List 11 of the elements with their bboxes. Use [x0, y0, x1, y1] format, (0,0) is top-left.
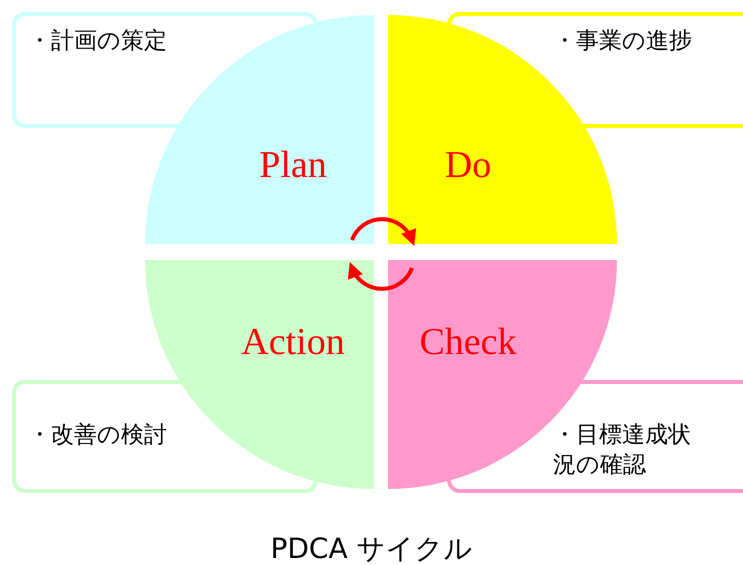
cycle-arrow — [348, 262, 414, 291]
bullet-text: ・計画の策定 — [28, 27, 168, 56]
caption: PDCA サイクル — [269, 531, 474, 565]
bullet-text: ・目標達成状況の確認 — [553, 421, 692, 480]
phase-label: Plan — [259, 143, 327, 187]
bullet-text: ・事業の進捗 — [553, 27, 693, 56]
bullet-text: ・改善の検討 — [28, 421, 168, 450]
phase-label: Do — [444, 143, 492, 187]
phase-label: Check — [419, 320, 517, 364]
phase-label: Action — [241, 320, 345, 364]
cycle-arrow — [350, 217, 416, 246]
